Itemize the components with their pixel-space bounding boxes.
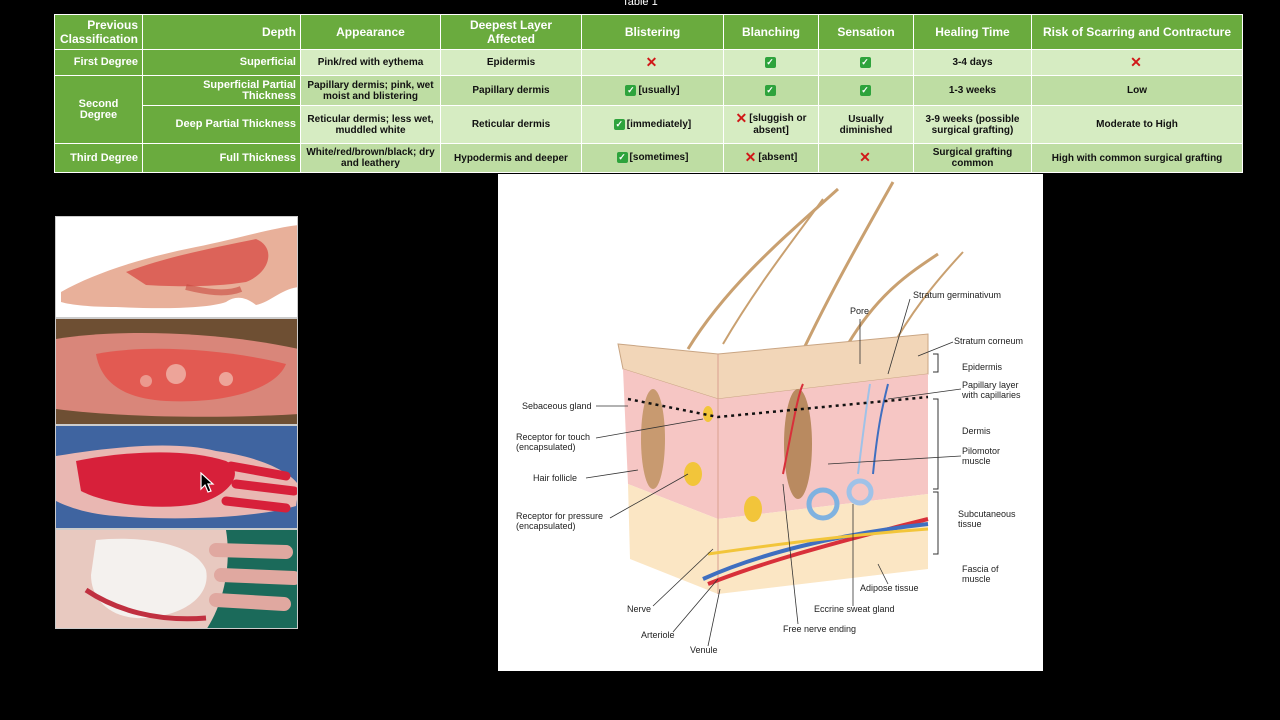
table-row: Second Degree Superficial Partial Thickn… bbox=[54, 75, 1243, 144]
depth-cell: Full Thickness bbox=[142, 143, 301, 173]
label-papillary-layer: Papillary layer with capillaries bbox=[962, 380, 1021, 400]
deep-partial-burn-photo bbox=[55, 425, 298, 529]
blistering-text: [usually] bbox=[638, 85, 680, 97]
sensation-cell: ✓ bbox=[818, 75, 914, 106]
header-classification: Previous Classification bbox=[54, 14, 143, 50]
label-pilomotor-muscle: Pilomotor muscle bbox=[962, 446, 1001, 466]
classification-cell: Second Degree bbox=[54, 75, 143, 144]
blistering-cell: ✕ bbox=[581, 49, 724, 76]
table-caption: Table 1 bbox=[622, 0, 658, 8]
cross-icon: ✕ bbox=[859, 149, 871, 166]
blistering-text: [sometimes] bbox=[629, 152, 689, 164]
healing-cell: 1-3 weeks bbox=[913, 75, 1032, 106]
burn-classification-table: Previous Classification Depth Appearance… bbox=[54, 14, 1243, 173]
full-thickness-burn-photo bbox=[55, 529, 298, 629]
label-arteriole: Arteriole bbox=[641, 630, 675, 640]
appearance-cell: White/red/brown/black; dry and leathery bbox=[300, 143, 441, 173]
depth-cell: Deep Partial Thickness bbox=[142, 105, 301, 144]
burn-photo-strip bbox=[55, 216, 298, 629]
label-receptor-touch: Receptor for touch (encapsulated) bbox=[516, 432, 591, 452]
header-appearance: Appearance bbox=[300, 14, 441, 50]
table-row: Third Degree Full Thickness White/red/br… bbox=[54, 143, 1243, 173]
header-blistering: Blistering bbox=[581, 14, 724, 50]
blanching-text: [sluggish or absent] bbox=[749, 113, 807, 136]
sensation-cell: ✕ bbox=[818, 143, 914, 173]
label-nerve: Nerve bbox=[627, 604, 652, 614]
mouse-cursor-icon bbox=[200, 472, 215, 493]
check-icon: ✓ bbox=[613, 118, 625, 130]
label-venule: Venule bbox=[690, 645, 718, 655]
depth-cell: Superficial bbox=[142, 49, 301, 76]
table-header-row: Previous Classification Depth Appearance… bbox=[54, 14, 1243, 50]
label-hair-follicle: Hair follicle bbox=[533, 473, 578, 483]
check-icon: ✓ bbox=[859, 56, 871, 68]
blistering-cell: ✓[usually] bbox=[581, 75, 724, 106]
label-sebaceous-gland: Sebaceous gland bbox=[522, 401, 592, 411]
label-stratum-germinativum: Stratum germinativum bbox=[913, 290, 1002, 300]
healing-cell: Surgical grafting common bbox=[913, 143, 1032, 173]
table-row: First Degree Superficial Pink/red with e… bbox=[54, 49, 1243, 76]
header-sensation: Sensation bbox=[818, 14, 914, 50]
label-receptor-pressure: Receptor for pressure (encapsulated) bbox=[516, 511, 604, 531]
label-fascia-of-muscle: Fascia of muscle bbox=[962, 564, 999, 584]
risk-cell: ✕ bbox=[1031, 49, 1243, 76]
blistering-text: [immediately] bbox=[626, 119, 692, 131]
blanching-cell: ✕[sluggish or absent] bbox=[723, 105, 819, 144]
check-icon: ✓ bbox=[859, 84, 871, 96]
label-eccrine-sweat-gland: Eccrine sweat gland bbox=[814, 604, 895, 614]
risk-cell: Low bbox=[1031, 75, 1243, 106]
layer-cell: Epidermis bbox=[440, 49, 582, 76]
label-stratum-corneum: Stratum corneum bbox=[954, 336, 1024, 346]
label-epidermis: Epidermis bbox=[962, 362, 1003, 372]
table-row: Deep Partial Thickness Reticular dermis;… bbox=[55, 105, 1243, 144]
cross-icon: ✕ bbox=[735, 110, 748, 127]
cross-icon: ✕ bbox=[645, 53, 658, 70]
blistering-cell: ✓[sometimes] bbox=[581, 143, 724, 173]
healing-cell: 3-9 weeks (possible surgical grafting) bbox=[913, 105, 1032, 144]
skin-illustration bbox=[585, 181, 964, 647]
header-layer: Deepest Layer Affected bbox=[440, 14, 582, 50]
blistering-cell: ✓[immediately] bbox=[581, 105, 724, 144]
classification-cell: Third Degree bbox=[54, 143, 143, 173]
check-icon: ✓ bbox=[625, 84, 637, 96]
blanching-text: [absent] bbox=[758, 152, 798, 164]
label-free-nerve-ending: Free nerve ending bbox=[783, 624, 857, 634]
superficial-partial-burn-photo bbox=[55, 318, 298, 425]
header-risk: Risk of Scarring and Contracture bbox=[1031, 14, 1243, 50]
check-icon: ✓ bbox=[764, 84, 776, 96]
label-pore: Pore bbox=[850, 306, 870, 316]
layer-cell: Papillary dermis bbox=[440, 75, 582, 106]
check-icon: ✓ bbox=[616, 152, 628, 164]
appearance-cell: Reticular dermis; less wet, muddled whit… bbox=[300, 105, 441, 144]
risk-cell: Moderate to High bbox=[1031, 105, 1243, 144]
depth-cell: Superficial Partial Thickness bbox=[142, 75, 301, 106]
blanching-cell: ✓ bbox=[723, 75, 819, 106]
blanching-cell: ✓ bbox=[723, 49, 819, 76]
header-healing: Healing Time bbox=[913, 14, 1032, 50]
blanching-cell: ✕[absent] bbox=[723, 143, 819, 173]
skin-cross-section-diagram: Stratum germinativum Pore Stratum corneu… bbox=[498, 174, 1043, 671]
layer-cell: Reticular dermis bbox=[440, 105, 582, 144]
header-blanching: Blanching bbox=[723, 14, 819, 50]
layer-cell: Hypodermis and deeper bbox=[440, 143, 582, 173]
healing-cell: 3-4 days bbox=[913, 49, 1032, 76]
label-adipose-tissue: Adipose tissue bbox=[860, 583, 919, 593]
label-dermis: Dermis bbox=[962, 426, 991, 436]
first-degree-burn-photo bbox=[55, 216, 298, 318]
appearance-cell: Pink/red with eythema bbox=[300, 49, 441, 76]
cross-icon: ✕ bbox=[1130, 53, 1142, 70]
label-subcutaneous-tissue: Subcutaneous tissue bbox=[958, 509, 1016, 529]
cross-icon: ✕ bbox=[744, 149, 757, 166]
risk-cell: High with common surgical grafting bbox=[1031, 143, 1243, 173]
check-icon: ✓ bbox=[764, 56, 776, 68]
sensation-cell: Usually diminished bbox=[818, 105, 914, 144]
appearance-cell: Papillary dermis; pink, wet moist and bl… bbox=[300, 75, 441, 106]
header-depth: Depth bbox=[142, 14, 301, 50]
classification-cell: First Degree bbox=[54, 49, 143, 76]
sensation-cell: ✓ bbox=[818, 49, 914, 76]
